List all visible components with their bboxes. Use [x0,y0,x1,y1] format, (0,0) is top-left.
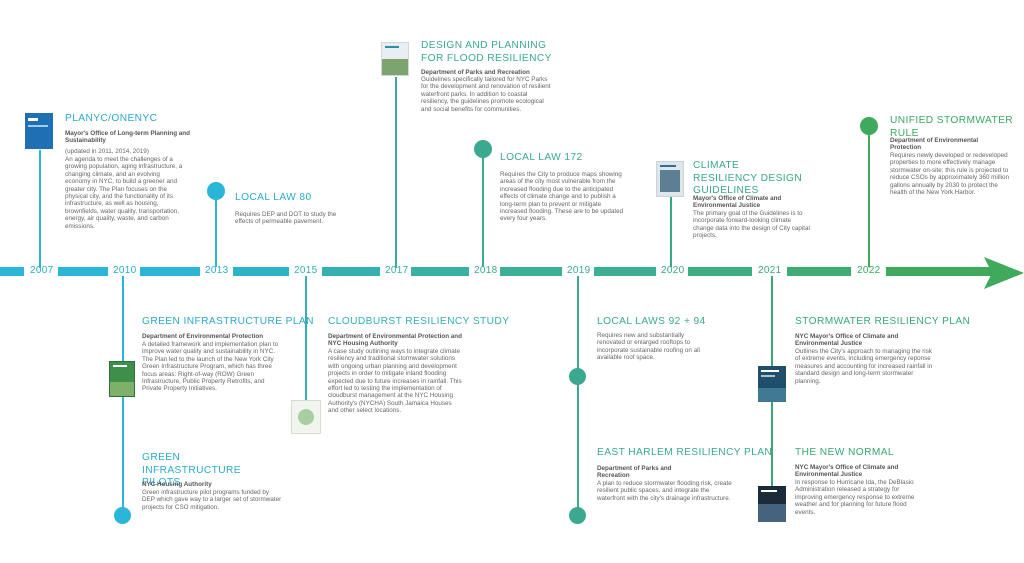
timeline-dot [569,507,586,524]
green-infra-pilots-agency: NYC Housing Authority [142,481,212,488]
year-label: 2018 [474,265,498,276]
green-infra-pilots-description: Green infrastructure pilot programs fund… [142,489,282,511]
timeline-connector [670,197,672,267]
timeline-dot [474,140,492,158]
timeline-connector [482,157,484,267]
cloudburst-description: A case study outlining ways to integrate… [328,348,462,415]
cloudburst-title: CLOUDBURST RESILIENCY STUDY [328,316,510,327]
timeline-segment [0,267,24,276]
local-law-172-description: Requires the City to produce maps showin… [500,171,624,223]
planyc-title: PLANYC/ONENYC [65,113,158,124]
year-label: 2015 [294,265,318,276]
timeline-connector [395,77,397,268]
year-label: 2010 [113,265,137,276]
year-label: 2017 [385,265,409,276]
climate-guidelines-title: CLIMATE RESILIENCY DESIGN GUIDELINES [693,160,803,196]
stormwater-plan-agency: NYC Mayor's Office of Climate and Enviro… [795,333,899,348]
year-label: 2020 [661,265,685,276]
timeline-segment [787,267,851,276]
east-harlem-agency: Department of Parks and Recreation [597,465,672,480]
climate-guidelines-description: The primary goal of the Guidelines is to… [693,210,810,240]
east-harlem-title: EAST HARLEM RESILIENCY PLAN [597,447,773,458]
timeline-segment [322,267,380,276]
east-harlem-description: A plan to reduce stormwater flooding ris… [597,480,732,502]
timeline-segment [411,267,469,276]
planyc-description: An agenda to meet the challenges of a gr… [65,156,183,230]
design-planning-description: Guidelines specifically tailored for NYC… [421,76,551,113]
local-laws-92-94-description: Requires new and substantially renovated… [597,332,700,362]
local-laws-92-94-title: LOCAL LAWS 92 + 94 [597,316,706,327]
green-infra-pilots-title: GREEN INFRASTRUCTURE PILOTS [142,452,241,488]
timeline-connector [577,276,579,510]
timeline-segment [140,267,200,276]
timeline-connector [868,134,870,267]
arrow-head-icon [984,257,1024,289]
local-law-80-title: LOCAL LAW 80 [235,192,312,203]
new-normal-agency: NYC Mayor's Office of Climate and Enviro… [795,464,899,479]
timeline-segment [233,267,289,276]
unified-stormwater-title: UNIFIED STORMWATER RULE [890,115,1014,139]
local-law-172-title: LOCAL LAW 172 [500,152,583,163]
cloudburst-agency: Department of Environmental Protection a… [328,333,462,348]
year-label: 2013 [205,265,229,276]
design-planning-cover-thumbnail[interactable] [381,42,409,76]
green-infra-plan-title: GREEN INFRASTRUCTURE PLAN [142,316,314,327]
cloudburst-cover-thumbnail[interactable] [291,400,321,434]
timeline-dot [860,117,878,135]
new-normal-description: In response to Hurricane Ida, the DeBlas… [795,479,915,516]
unified-stormwater-description: Requires newly developed or redeveloped … [890,152,1009,197]
new-normal-title: THE NEW NORMAL [795,447,894,458]
planyc-note: (updated in 2011, 2014, 2019) [65,148,149,155]
stormwater-plan-description: Outlines the City's approach to managing… [795,348,933,385]
planyc-agency: Mayor's Office of Long-term Planning and… [65,130,190,145]
stormwater-plan-title: STORMWATER RESILIENCY PLAN [795,316,971,327]
timeline-segment [500,267,562,276]
timeline-connector [215,199,217,267]
climate-guidelines-cover-thumbnail[interactable] [656,161,684,197]
year-label: 2021 [758,265,782,276]
green-infra-plan-agency: Department of Environmental Protection [142,333,264,340]
planyc-cover-thumbnail[interactable] [25,113,53,149]
year-label: 2007 [30,265,54,276]
timeline-connector [39,150,41,268]
timeline-segment [886,267,992,276]
year-label: 2022 [857,265,881,276]
timeline-dot [207,182,225,200]
year-label: 2019 [567,265,591,276]
timeline-dot [569,368,586,385]
green-infra-plan-description: A detailed framework and implementation … [142,341,279,393]
timeline-dot [114,507,131,524]
timeline-segment [58,267,108,276]
timeline-connector [305,276,307,400]
timeline-segment [594,267,656,276]
stormwater-plan-cover-thumbnail[interactable] [758,366,786,402]
local-law-80-description: Requires DEP and DOT to study the effect… [235,211,337,226]
unified-stormwater-agency: Department of Environmental Protection [890,137,979,152]
design-planning-title: DESIGN AND PLANNING FOR FLOOD RESILIENCY [421,40,552,64]
design-planning-agency: Department of Parks and Recreation [421,69,530,76]
climate-guidelines-agency: Mayor's Office of Climate and Environmen… [693,195,782,210]
timeline-segment [688,267,752,276]
new-normal-cover-thumbnail[interactable] [758,486,786,522]
green-infra-plan-cover-thumbnail[interactable] [109,361,135,397]
